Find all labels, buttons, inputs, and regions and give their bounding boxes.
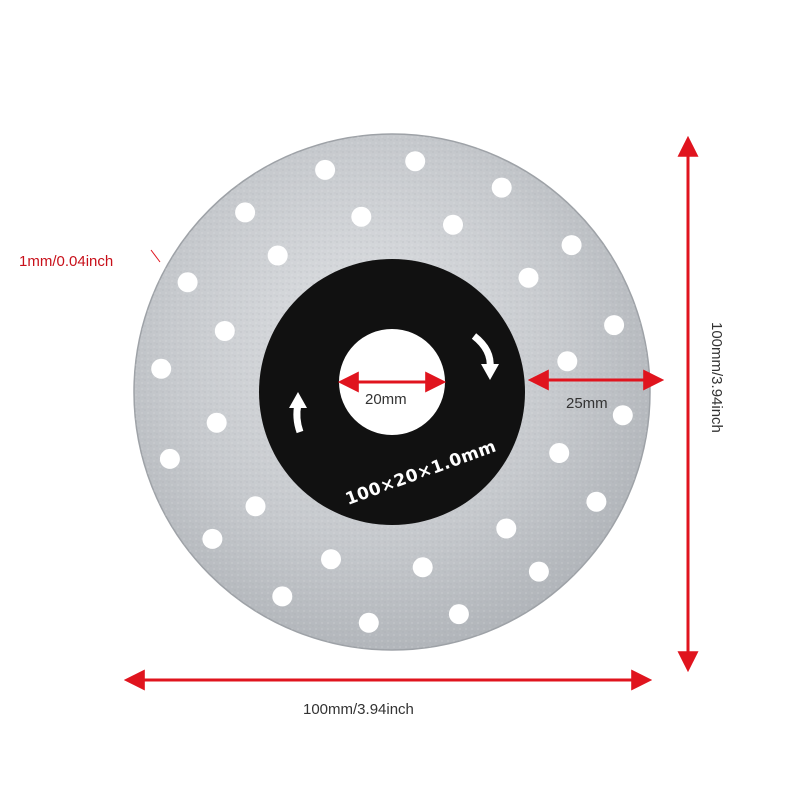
cooling-hole [412, 557, 433, 578]
hub-ring-dimension: 25mm [527, 369, 665, 412]
cooling-hole [272, 586, 293, 607]
rotation-arrow-icon [471, 333, 499, 380]
cooling-hole [206, 412, 227, 433]
cooling-hole [235, 202, 256, 223]
cooling-hole [549, 443, 570, 463]
diameter-vertical-label: 100mm/3.94inch [708, 322, 725, 433]
cooling-hole [321, 549, 341, 570]
cooling-hole [405, 151, 426, 172]
cooling-hole [443, 214, 463, 235]
cooling-hole [528, 561, 549, 582]
cooling-hole [351, 206, 372, 227]
cooling-hole [448, 604, 469, 625]
cooling-hole [202, 528, 223, 549]
cooling-hole [586, 491, 607, 512]
cooling-hole [496, 518, 517, 539]
thickness-label: 1mm/0.04inch [19, 253, 113, 270]
cooling-hole [518, 267, 539, 288]
cooling-hole [561, 235, 582, 256]
cooling-hole [557, 351, 578, 372]
bore-label: 20mm [365, 391, 407, 408]
cooling-hole [315, 159, 336, 180]
diameter-vertical-dimension: 100mm/3.94inch [677, 135, 725, 673]
diameter-horizontal-dimension: 100mm/3.94inch [123, 669, 653, 718]
rotation-arrow-icon [289, 392, 307, 434]
thickness-dimension: 1mm/0.04inch [19, 249, 161, 270]
cooling-hole [159, 448, 180, 469]
cooling-hole [604, 315, 625, 336]
cooling-hole [358, 612, 379, 633]
cooling-hole [151, 358, 172, 379]
diameter-horizontal-label: 100mm/3.94inch [303, 701, 414, 718]
cooling-hole [491, 177, 512, 198]
cooling-hole [612, 405, 633, 426]
hub-ring-label: 25mm [566, 395, 608, 412]
cooling-hole [267, 245, 288, 266]
bore-dimension: 20mm [337, 371, 447, 408]
cooling-hole [177, 272, 198, 293]
cooling-holes [151, 151, 633, 633]
cooling-hole [245, 496, 266, 517]
cooling-hole [214, 321, 235, 341]
